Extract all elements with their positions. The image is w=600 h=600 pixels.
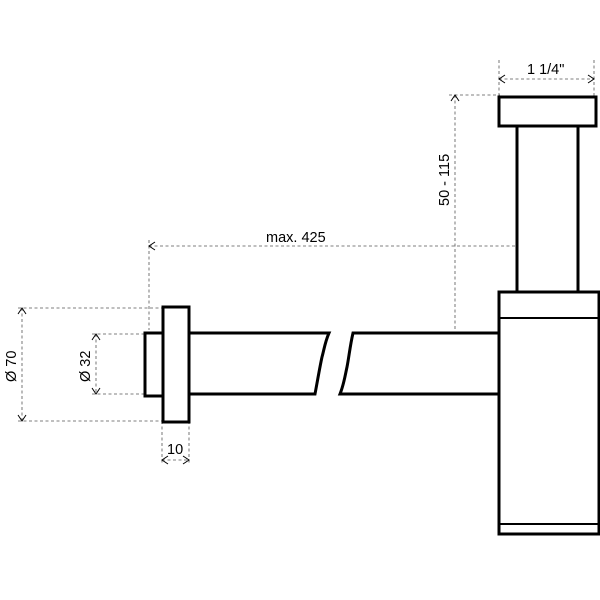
vertical-tube xyxy=(515,124,580,294)
horizontal-pipe-right xyxy=(337,331,501,396)
dim-label-inner-diameter: Ø 32 xyxy=(78,351,94,382)
dim-label-max-length: max. 425 xyxy=(266,230,326,246)
parts xyxy=(143,95,600,536)
dim-label-flange-thickness: 10 xyxy=(167,442,183,458)
wall-tube xyxy=(143,331,166,398)
dim-label-outer-diameter: Ø 70 xyxy=(4,351,20,382)
horizontal-pipe-left xyxy=(186,331,332,396)
trap-body xyxy=(497,290,600,536)
wall-flange xyxy=(161,305,191,424)
dim-label-inlet-width: 1 1/4" xyxy=(527,62,564,78)
dim-label-height-range: 50 - 115 xyxy=(437,154,453,206)
inlet-cap xyxy=(497,95,598,128)
